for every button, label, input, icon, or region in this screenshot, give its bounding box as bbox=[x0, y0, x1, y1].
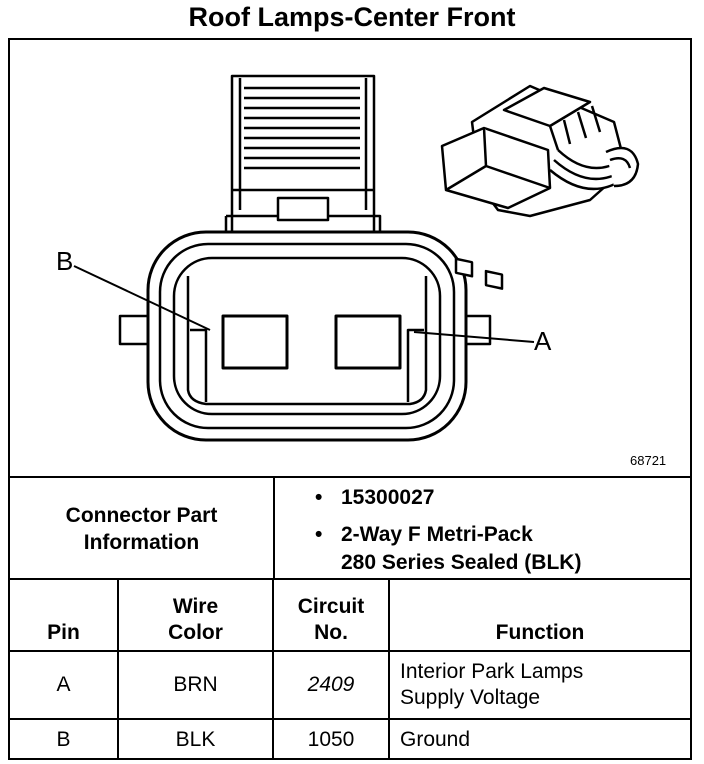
connector-inner-wall bbox=[172, 256, 442, 416]
header-circuit-no: Circuit No. bbox=[272, 578, 390, 652]
table-row: B BLK 1050 Ground bbox=[10, 718, 690, 759]
table-row: A BRN 2409 Interior Park Lamps Supply Vo… bbox=[10, 650, 690, 720]
figure-number: 68721 bbox=[630, 453, 667, 468]
row-function: Interior Park Lamps Supply Voltage bbox=[388, 650, 690, 720]
row-wire-color: BLK bbox=[117, 718, 274, 759]
row-function-line1: Ground bbox=[400, 727, 471, 751]
connector-info-heading-line2: Information bbox=[83, 531, 200, 554]
page-title: Roof Lamps-Center Front bbox=[188, 2, 516, 32]
connector-locking-tab bbox=[224, 74, 382, 240]
row-function-line2: Supply Voltage bbox=[400, 686, 541, 709]
leader-line-a bbox=[413, 331, 535, 343]
bullet-icon: • bbox=[315, 523, 323, 546]
header-function: Function bbox=[388, 578, 690, 652]
row-circuit: 1050 bbox=[272, 718, 390, 759]
connector-frame: B A 68721 Connector Part Information • 15… bbox=[8, 38, 692, 760]
leader-line-b bbox=[73, 265, 211, 331]
header-pin: Pin bbox=[10, 578, 119, 652]
row-circuit: 2409 bbox=[272, 650, 390, 720]
iso-cavity-right bbox=[484, 269, 504, 290]
terminal-cavity-a bbox=[334, 314, 402, 370]
connector-info-heading-line1: Connector Part bbox=[65, 504, 218, 527]
pin-table: Pin Wire Color Circuit No. Function A BR… bbox=[10, 578, 690, 759]
row-function-line1: Interior Park Lamps bbox=[400, 660, 584, 683]
pin-b-label: B bbox=[56, 246, 74, 276]
description-line: • 2-Way F Metri-Pack bbox=[315, 523, 533, 547]
iso-cavity-left bbox=[454, 257, 474, 278]
pin-table-header: Pin Wire Color Circuit No. Function bbox=[10, 578, 690, 652]
connector-isometric-view bbox=[440, 84, 640, 290]
terminal-cavity-b bbox=[221, 314, 289, 370]
pin-a-label: A bbox=[534, 326, 552, 356]
row-pin: A bbox=[10, 650, 119, 720]
description-line-2: 280 Series Sealed (BLK) bbox=[341, 551, 581, 575]
connector-housing-outer bbox=[146, 230, 468, 442]
connector-info-row: Connector Part Information • 15300027 • 2-… bbox=[10, 476, 690, 580]
part-number-line: • 15300027 bbox=[315, 486, 434, 510]
part-number: 15300027 bbox=[341, 486, 435, 509]
bullet-icon: • bbox=[315, 486, 323, 509]
header-wire-color: Wire Color bbox=[117, 578, 274, 652]
row-function: Ground bbox=[388, 718, 690, 759]
description-line1: 2-Way F Metri-Pack bbox=[341, 523, 533, 546]
connector-cavity-outline bbox=[186, 276, 428, 406]
connector-diagram bbox=[73, 74, 640, 442]
description-line2: 280 Series Sealed (BLK) bbox=[341, 551, 582, 574]
connector-info-heading: Connector Part Information bbox=[10, 478, 275, 580]
connector-info-details: • 15300027 • 2-Way F Metri-Pack 280 Series… bbox=[275, 478, 690, 580]
row-wire-color: BRN bbox=[117, 650, 274, 720]
row-pin: B bbox=[10, 718, 119, 759]
